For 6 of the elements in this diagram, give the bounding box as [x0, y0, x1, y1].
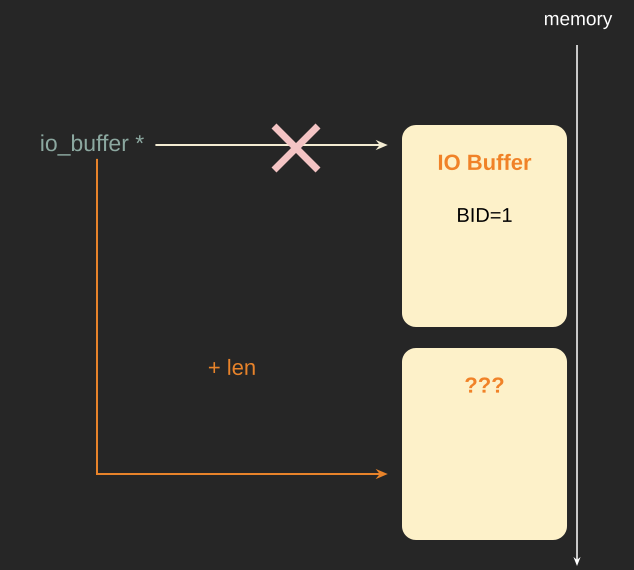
block-text: BID=1 — [458, 208, 512, 222]
axis-label: memory — [544, 14, 612, 30]
block-title: IO Buffer — [438, 154, 532, 170]
block-title: ??? — [465, 377, 504, 393]
pointer-label: io_buffer * — [41, 134, 144, 156]
edge-label: + len — [204, 356, 260, 378]
